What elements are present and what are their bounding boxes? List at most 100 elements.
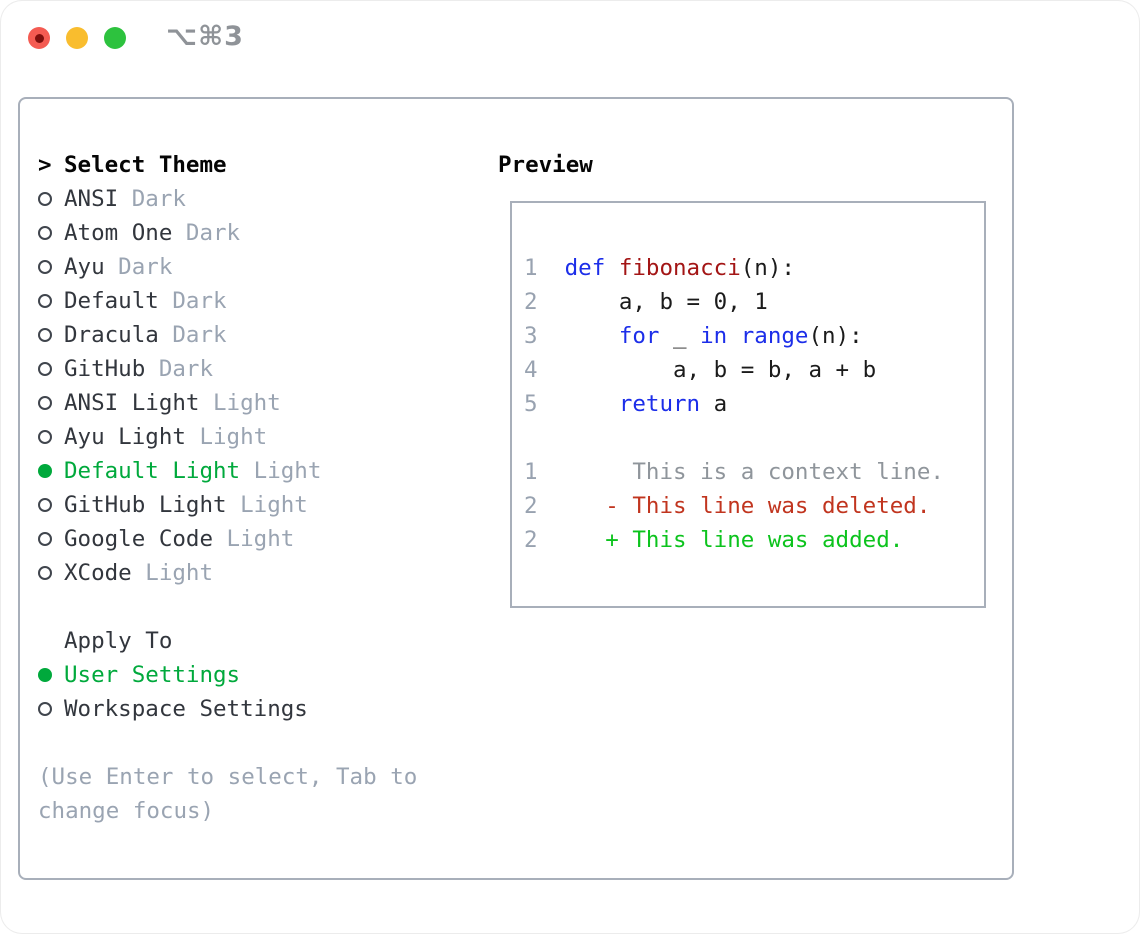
code-segment-kw: for: [618, 323, 660, 349]
option-label: Ayu: [64, 254, 105, 280]
radio-unselected-icon: [38, 498, 52, 512]
code-segment-pl: a, b = 0, 1: [537, 289, 768, 315]
code-segment-pl: [538, 391, 619, 417]
radio-marker: [38, 328, 64, 342]
code-line: 3 for _ in range(n):: [524, 319, 984, 353]
code-segment-kw: in: [700, 323, 728, 349]
radio-unselected-icon: [38, 192, 52, 206]
code-segment-ln: 2: [524, 289, 538, 315]
code-line: 1 This is a context line.: [524, 455, 984, 489]
option-label: Default Light: [64, 458, 241, 484]
option-label: Dracula: [64, 322, 159, 348]
code-segment-ln: 1: [524, 255, 538, 281]
code-segment-kw: def: [564, 255, 606, 281]
code-segment-pl: (n):: [740, 255, 795, 281]
code-line: [524, 421, 984, 455]
zoom-button[interactable]: [104, 27, 126, 49]
select-theme-title: Select Theme: [64, 152, 227, 178]
theme-option-ayu-dark[interactable]: Ayu Dark: [38, 250, 417, 284]
code-line: 5 return a: [524, 387, 984, 421]
code-segment-pl: [605, 255, 619, 281]
option-label: GitHub: [64, 356, 146, 382]
option-label: Atom One: [64, 220, 173, 246]
option-label: Default: [64, 288, 159, 314]
radio-marker: [38, 668, 64, 682]
theme-option-default-light-light[interactable]: Default Light Light: [38, 454, 417, 488]
radio-marker: [38, 702, 64, 716]
window-title: ⌥⌘3: [166, 21, 244, 52]
theme-option-xcode-light[interactable]: XCode Light: [38, 556, 417, 590]
close-button-dot-icon: [34, 33, 44, 43]
code-segment-pl: (n):: [808, 323, 863, 349]
theme-option-dracula-dark[interactable]: Dracula Dark: [38, 318, 417, 352]
code-line: 1 def fibonacci(n):: [524, 251, 984, 285]
theme-option-ansi-light-light[interactable]: ANSI Light Light: [38, 386, 417, 420]
option-label: Workspace Settings: [64, 696, 308, 722]
minimize-button[interactable]: [66, 27, 88, 49]
close-button[interactable]: [28, 27, 50, 49]
option-variant-label: Dark: [158, 322, 227, 348]
code-segment-pl: [538, 323, 619, 349]
radio-unselected-icon: [38, 328, 52, 342]
radio-unselected-icon: [38, 532, 52, 546]
radio-marker: [38, 294, 64, 308]
theme-option-github-light-light[interactable]: GitHub Light Light: [38, 488, 417, 522]
option-variant-label: Light: [131, 560, 214, 586]
code-segment-kw: range: [740, 323, 809, 349]
code-segment-fn: fibonacci: [618, 255, 741, 281]
select-theme-header: > Select Theme: [38, 148, 417, 182]
radio-marker: [38, 192, 64, 206]
spacer: [38, 726, 417, 760]
radio-marker: [38, 362, 64, 376]
option-label: Ayu Light: [64, 424, 186, 450]
code-segment-pl: _: [659, 323, 701, 349]
code-segment-ln: 2: [524, 527, 538, 553]
option-variant-label: Dark: [145, 356, 214, 382]
code-segment-del: - This line was deleted.: [537, 493, 931, 519]
theme-option-ansi-dark[interactable]: ANSI Dark: [38, 182, 417, 216]
option-variant-label: Dark: [118, 186, 186, 212]
option-label: Google Code: [64, 526, 214, 552]
option-variant-label: Dark: [104, 254, 173, 280]
theme-option-github-dark[interactable]: GitHub Dark: [38, 352, 417, 386]
theme-option-google-code-light[interactable]: Google Code Light: [38, 522, 417, 556]
radio-unselected-icon: [38, 396, 52, 410]
radio-marker: [38, 226, 64, 240]
code-segment-pl: a, b = b, a + b: [537, 357, 877, 383]
radio-unselected-icon: [38, 362, 52, 376]
theme-option-ayu-light-light[interactable]: Ayu Light Light: [38, 420, 417, 454]
radio-marker: [38, 430, 64, 444]
apply-to-title: Apply To: [64, 628, 173, 654]
option-label: XCode: [64, 560, 132, 586]
option-variant-label: Light: [226, 492, 308, 518]
apply-option-workspace-settings[interactable]: Workspace Settings: [38, 692, 417, 726]
radio-marker: [38, 260, 64, 274]
radio-selected-icon: [38, 464, 52, 478]
theme-option-atom-one-dark[interactable]: Atom One Dark: [38, 216, 417, 250]
radio-marker: [38, 396, 64, 410]
radio-unselected-icon: [38, 702, 52, 716]
code-line: 2 a, b = 0, 1: [524, 285, 984, 319]
radio-unselected-icon: [38, 260, 52, 274]
preview-title: Preview: [498, 152, 593, 178]
code-line: 4 a, b = b, a + b: [524, 353, 984, 387]
option-variant-label: Dark: [172, 220, 241, 246]
hint-text-line-2: change focus): [38, 798, 215, 824]
code-segment-add: + This line was added.: [537, 527, 904, 553]
radio-unselected-icon: [38, 430, 52, 444]
radio-unselected-icon: [38, 294, 52, 308]
code-segment-pl: [538, 255, 565, 281]
option-variant-label: Dark: [158, 288, 227, 314]
radio-unselected-icon: [38, 226, 52, 240]
radio-unselected-icon: [38, 566, 52, 580]
apply-option-user-settings[interactable]: User Settings: [38, 658, 417, 692]
code-segment-ctx: This is a context line.: [537, 459, 944, 485]
option-label: GitHub Light: [64, 492, 227, 518]
code-line: 2 + This line was added.: [524, 523, 984, 557]
theme-option-default-dark[interactable]: Default Dark: [38, 284, 417, 318]
code-segment-ln: 5: [524, 391, 538, 417]
